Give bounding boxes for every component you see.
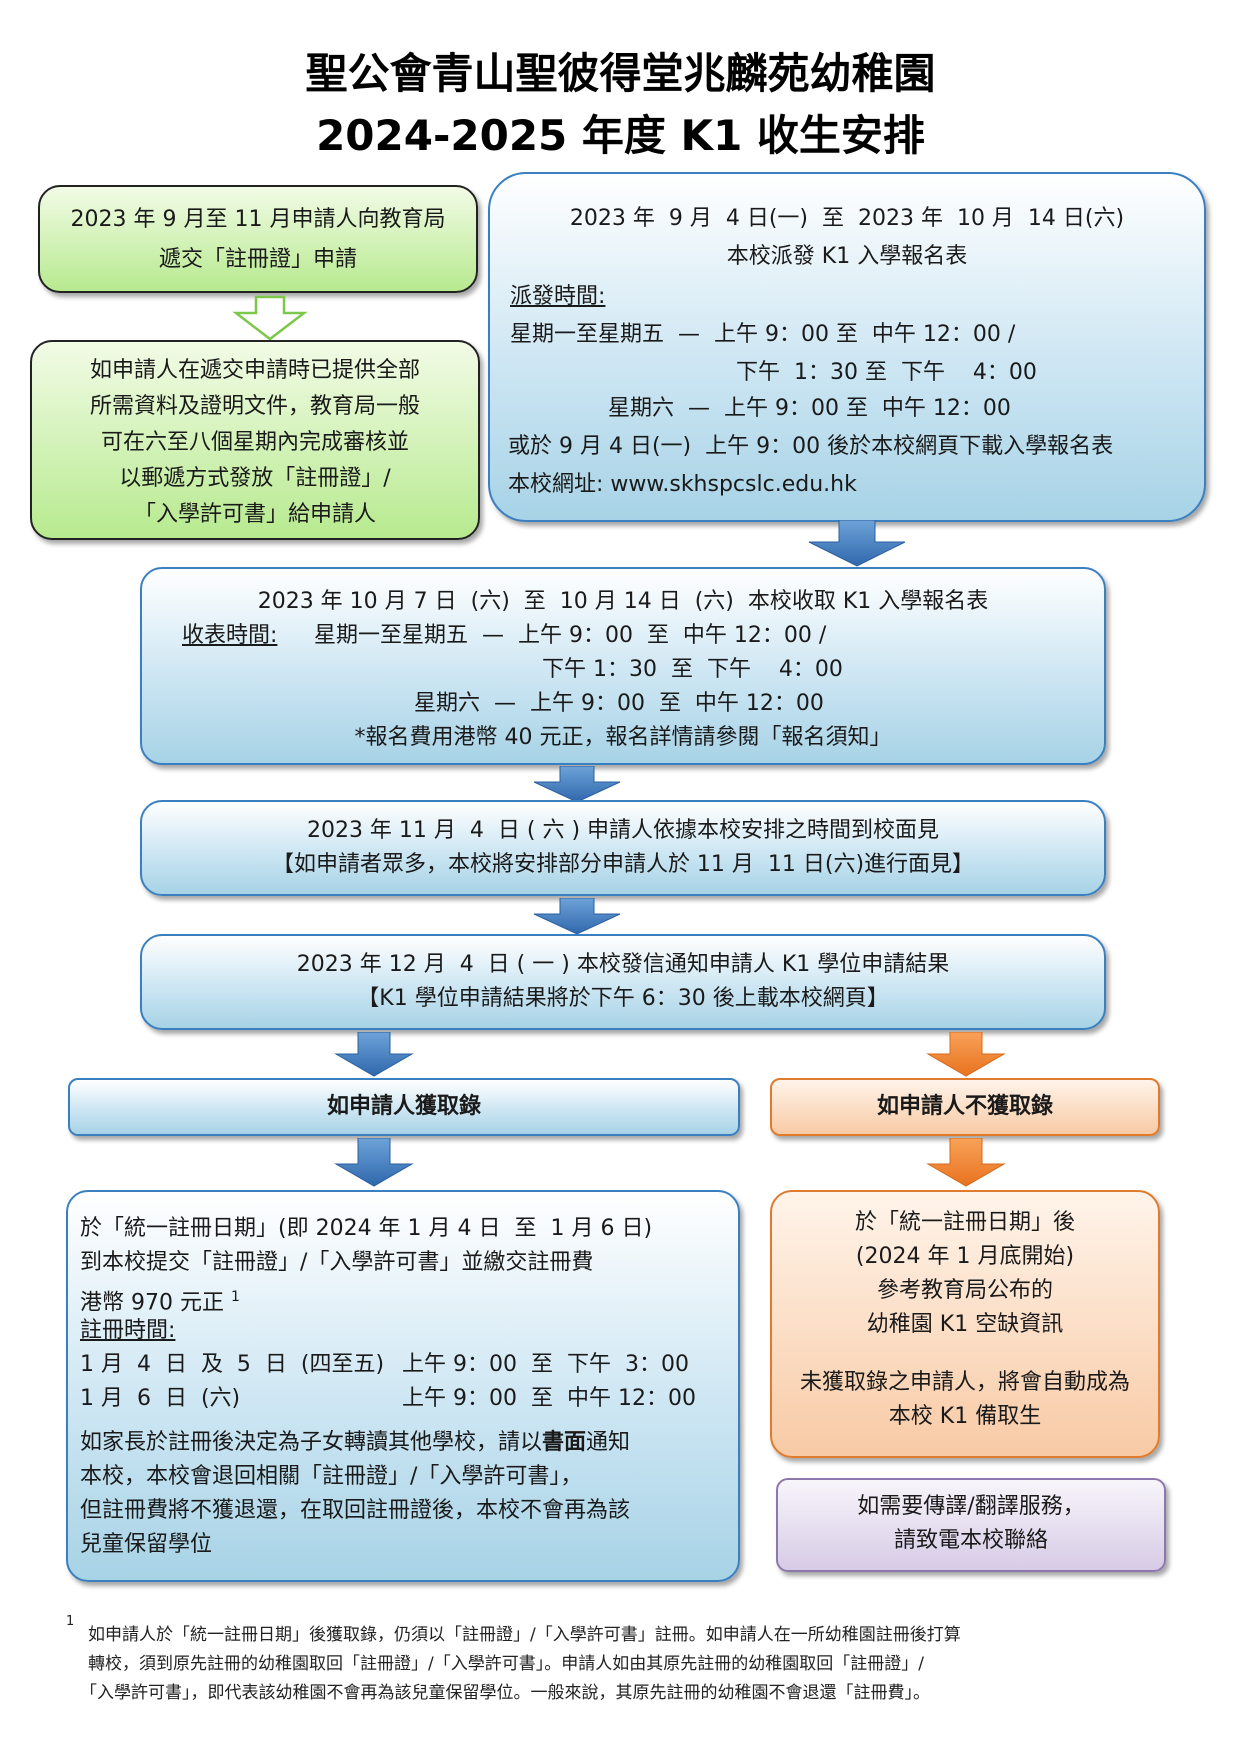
result-line-1: 2023 年 12 月 4 日 ( 一 ) 本校發信通知申請人 K1 學位申請結… [296,952,950,977]
school-website: 本校網址: www.skhspcslc.edu.hk [508,472,857,497]
review-line-5: 「入學許可書」給申請人 [133,502,376,527]
registration-line-1: 於「統一註冊日期」(即 2024 年 1 月 4 日 至 1 月 6 日) [80,1216,653,1241]
registration-day2-date: 1 月 6 日 (六) [80,1386,241,1411]
result-line-2: 【K1 學位申請結果將於下午 6：30 後上載本校網頁】 [357,986,889,1011]
registration-fee: 港幣 970 元正 1 [80,1282,240,1318]
not-admitted-line-1: 於「統一註冊日期」後 [854,1210,1075,1235]
transfer-note-text-b: 通知 [586,1430,631,1455]
down-arrow-icon [926,1138,1006,1187]
register-line-1: 2023 年 9 月至 11 月申請人向教育局 [70,207,446,232]
review-line-1: 如申請人在遞交申請時已提供全部 [89,358,420,383]
transfer-note-line-4: 兒童保留學位 [80,1532,213,1557]
interview-line-1: 2023 年 11 月 4 日 ( 六 ) 申請人依據本校安排之時間到校面見 [306,818,940,843]
transfer-note-line-2: 本校，本校會退回相關「註冊證」/「入學許可書」， [80,1464,583,1489]
waitlist-line-1: 未獲取錄之申請人，將會自動成為 [799,1370,1130,1395]
collect-forms-box: 2023 年 10 月 7 日 (六) 至 10 月 14 日 (六) 本校收取… [140,567,1106,765]
transfer-note-line-3: 但註冊費將不獲退還，在取回註冊證後，本校不會再為該 [80,1498,631,1523]
distribute-forms-box: 2023 年 9 月 4 日(一) 至 2023 年 10 月 14 日(六) … [488,172,1206,522]
page-title-line2: 2024-2025 年度 K1 收生安排 [316,111,925,160]
transfer-note-line-1: 如家長於註冊後決定為子女轉讀其他學校，請以書面通知 [80,1428,630,1458]
collect-saturday-hours: 星期六 — 上午 9：00 至 中午 12：00 [414,691,824,716]
transfer-note-text-a: 如家長於註冊後決定為子女轉讀其他學校，請以 [80,1430,543,1455]
translation-line-1: 如需要傳譯/翻譯服務， [857,1494,1085,1519]
collect-line-1: 2023 年 10 月 7 日 (六) 至 10 月 14 日 (六) 本校收取… [257,589,989,614]
registration-day2-time: 上午 9：00 至 中午 12：00 [402,1386,696,1411]
footnote-line-1: 如申請人於「統一註冊日期」後獲取錄，仍須以「註冊證」/「入學許可書」註冊。如申請… [88,1625,961,1645]
waitlist-line-2: 本校 K1 備取生 [888,1404,1042,1429]
page-title-line1: 聖公會青山聖彼得堂兆麟苑幼稚園 [305,49,936,98]
registration-day1-date: 1 月 4 日 及 5 日 (四至五) [80,1352,385,1377]
review-line-4: 以郵遞方式發放「註冊證」/ [119,466,391,491]
down-arrow-icon [926,1032,1006,1077]
footnote-marker: 1 [66,1614,75,1629]
translation-line-2: 請致電本校聯絡 [893,1528,1048,1553]
admitted-branch-label: 如申請人獲取錄 [326,1094,481,1119]
review-line-3: 可在六至八個星期內完成審核並 [100,430,409,455]
down-arrow-icon [334,1138,414,1187]
not-admitted-branch-label: 如申請人不獲取錄 [876,1094,1053,1119]
transfer-note-bold: 書面 [542,1430,587,1455]
admitted-branch-header: 如申請人獲取錄 [68,1078,740,1136]
review-line-2: 所需資料及證明文件，教育局一般 [89,394,420,419]
registration-line-2: 到本校提交「註冊證」/「入學許可書」並繳交註冊費 [80,1250,594,1275]
registration-fee-text: 港幣 970 元正 [80,1290,224,1316]
down-arrow-icon [533,898,621,935]
distribute-afternoon-hours: 下午 1：30 至 下午 4：00 [736,360,1037,385]
interview-line-2: 【如申請者眾多，本校將安排部分申請人於 11 月 11 日(六)進行面見】 [271,852,975,877]
not-admitted-branch-header: 如申請人不獲取錄 [770,1078,1160,1136]
down-arrow-icon [232,295,308,341]
registration-day1-time: 上午 9：00 至 下午 3：00 [402,1352,689,1377]
collect-weekday-hours: 星期一至星期五 — 上午 9：00 至 中午 12：00 / [314,623,827,648]
distribute-time-label: 派發時間: [510,284,606,309]
not-admitted-line-3: 參考教育局公布的 [876,1278,1053,1303]
distribute-weekday-hours: 星期一至星期五 — 上午 9：00 至 中午 12：00 / [510,322,1016,347]
registration-details-box: 於「統一註冊日期」(即 2024 年 1 月 4 日 至 1 月 6 日) 到本… [66,1190,740,1582]
distribute-line-2: 本校派發 K1 入學報名表 [726,244,968,269]
collect-afternoon-hours: 下午 1：30 至 下午 4：00 [542,657,843,682]
register-application-box: 2023 年 9 月至 11 月申請人向教育局 遞交「註冊證」申請 [38,185,478,293]
distribute-line-1: 2023 年 9 月 4 日(一) 至 2023 年 10 月 14 日(六) [569,206,1125,231]
register-line-2: 遞交「註冊證」申請 [158,247,357,272]
admission-result-box: 2023 年 12 月 4 日 ( 一 ) 本校發信通知申請人 K1 學位申請結… [140,934,1106,1030]
down-arrow-icon [808,520,906,567]
footnote-line-2: 轉校，須到原先註冊的幼稚園取回「註冊證」/「入學許可書」。申請人如由其原先註冊的… [88,1654,924,1674]
footnote-ref: 1 [230,1289,240,1305]
distribute-download-note: 或於 9 月 4 日(一) 上午 9：00 後於本校網頁下載入學報名表 [508,434,1114,459]
review-info-box: 如申請人在遞交申請時已提供全部 所需資料及證明文件，教育局一般 可在六至八個星期… [30,340,480,540]
interview-box: 2023 年 11 月 4 日 ( 六 ) 申請人依據本校安排之時間到校面見 【… [140,800,1106,896]
footnote-line-3: 「入學許可書」，即代表該幼稚園不會再為該兒童保留學位。一般來說，其原先註冊的幼稚… [80,1683,930,1703]
collect-time-label: 收表時間: [182,623,278,648]
registration-time-label: 註冊時間: [80,1318,176,1343]
translation-service-box: 如需要傳譯/翻譯服務， 請致電本校聯絡 [776,1478,1166,1572]
not-admitted-line-4: 幼稚園 K1 空缺資訊 [866,1312,1064,1337]
distribute-saturday-hours: 星期六 — 上午 9：00 至 中午 12：00 [608,396,1011,421]
down-arrow-icon [533,766,621,803]
not-admitted-line-2: (2024 年 1 月底開始) [855,1244,1075,1269]
not-admitted-info-box: 於「統一註冊日期」後 (2024 年 1 月底開始) 參考教育局公布的 幼稚園 … [770,1190,1160,1458]
down-arrow-icon [334,1032,414,1077]
application-fee-note: *報名費用港幣 40 元正，報名詳情請參閱「報名須知」 [354,725,892,750]
